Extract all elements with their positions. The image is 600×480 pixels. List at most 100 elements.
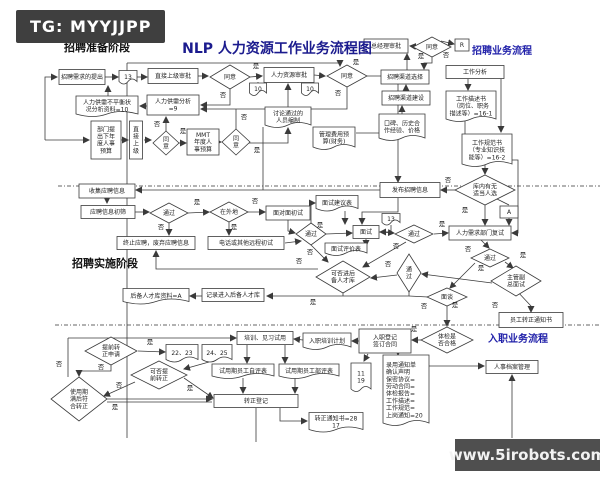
node-label: 面试建议表 [322,199,352,207]
flow-edge [137,348,166,356]
edge-label: 否 [252,197,259,205]
node-label: 保密协议= [386,375,415,383]
flow-node-n01: 招聘需求的提出 [58,69,106,85]
flow-node-n06: 同意 [326,64,368,88]
node-label: 意 [233,142,239,150]
node-label: 19 [357,378,365,385]
node-label: 口碑、历史合 [384,120,420,128]
rect-shape [147,68,199,84]
flow-node-n19: 同意 [221,128,251,156]
flow-edge [183,377,214,399]
rect-shape [454,38,470,52]
edge-label: 否 [335,89,342,97]
flow-edge [75,365,112,377]
flow-edge [420,57,433,70]
edge-label: 是 [452,301,459,309]
rect-shape [263,67,315,83]
node-label: 面对面初试 [273,209,303,217]
flow-node-n11: 10 [301,82,319,96]
flow-node-n30: 在外地 [209,201,249,223]
flow-edge [200,87,348,113]
flow-node-n31: 面对面初试 [265,205,311,221]
stage-label: 招聘实施阶段 [72,256,138,270]
flow-node-n16: 直接上级 [129,120,143,160]
node-label: 在外地 [220,208,238,216]
diamond-shape [295,222,327,246]
flow-node-n56: 22、23 [165,344,199,363]
flow-node-n02: 13 [118,70,138,85]
node-label: 试用期员工部评表 [285,367,333,375]
doc-shape [264,106,312,128]
node-label: 事预算 [194,145,212,153]
node-label: 前转正 [150,375,168,383]
flow-edge [284,238,302,246]
node-label: 直接上级审批 [155,72,191,80]
rect-shape [485,360,539,374]
flow-node-n20: 招聘渠道选择 [380,69,430,85]
diamond-shape [130,360,188,390]
flow-node-n05: 人力资源审批 [263,67,315,83]
doc-shape [381,213,401,226]
diamond-shape [209,201,249,223]
diamond-shape [326,64,368,88]
rect-shape [58,69,106,85]
flow-edge [44,73,58,140]
node-label: 人力供需分析 [155,98,191,106]
flow-edge [103,381,136,397]
node-label: 上 [133,140,139,148]
flow-edge [287,220,296,235]
flow-node-n37: 面试建议表 [315,195,359,212]
node-label: 适当人选 [473,190,497,198]
rect-shape [499,205,519,219]
flow-node-n29: 通过 [149,202,189,224]
node-label: 员工转正通知书 [510,316,552,324]
edge-label: 否 [241,113,248,121]
diamond-shape [209,64,251,90]
flow-node-n39: 面试 [352,225,380,239]
rect-shape [265,205,311,221]
edge-label: 否 [492,301,499,309]
flow-node-n55: 培训、见习试用 [236,331,294,345]
edge-label: 是 [317,221,324,229]
doc-shape [308,412,364,433]
node-label: 使用期 [70,388,88,396]
diamond-shape [394,224,434,244]
node-label: MMT [196,132,210,139]
node-label: 发布招聘信息 [392,186,428,194]
diamond-shape [315,260,371,294]
flow-node-n10: 10 [249,82,267,96]
doc-shape [378,113,426,141]
diamond-shape [490,265,542,297]
doc-shape [278,363,340,379]
node-label: 通过 [163,209,175,217]
edge-label: 是 [478,264,485,272]
flow-node-n24: 工作分析 [445,65,505,79]
node-label: 录用通知单 [386,361,416,369]
edge-label: 否 [307,248,314,256]
flow-edge [421,271,493,284]
edge-label: 否 [56,360,63,368]
flow-edge [505,159,519,237]
flow-node-n44: 通过 [470,248,510,268]
rect-shape [213,394,299,408]
edge-label: 否 [445,176,452,184]
edge-label: 是 [187,384,194,392]
node-label: 度人事 [97,140,115,148]
flow-edge [440,39,455,47]
node-label: 后备人才库资料=A [130,292,182,300]
diamond-shape [420,326,474,354]
node-label: 通过 [408,230,420,238]
rect-shape [90,120,122,160]
edge-label: 否 [443,51,450,59]
flow-edge [310,244,329,263]
node-label: 招聘渠道建设 [388,94,424,102]
diamond-shape [149,202,189,224]
diamond-shape [454,174,516,206]
flow-node-n41: 通过 [394,224,434,244]
